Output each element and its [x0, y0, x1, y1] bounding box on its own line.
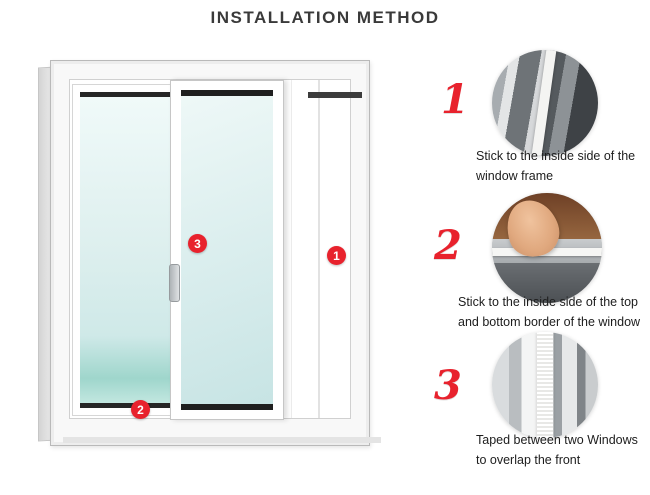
marker-2: 2: [131, 400, 150, 419]
bottom-sill: [63, 437, 381, 443]
window-illustration: 3 1 2: [38, 60, 381, 450]
slide-track-line: [291, 80, 292, 418]
marker-3: 3: [188, 234, 207, 253]
step-1-caption-line1: Stick to the inside side of the: [476, 149, 636, 163]
step-3-caption: Taped between two Windows to overlap the…: [476, 430, 650, 471]
marker-3-label: 3: [194, 236, 201, 251]
step-1-number: 1: [441, 76, 469, 123]
step-1-caption-line2: window frame: [476, 169, 554, 184]
step-2-caption: Stick to the inside side of the top and …: [458, 292, 648, 333]
step-3-photo: [492, 332, 598, 438]
marker-2-label: 2: [137, 402, 144, 417]
step-2-number: 2: [434, 222, 462, 269]
step-1-photo: [492, 50, 598, 156]
slide-track-line: [318, 80, 320, 418]
step-3-caption-line2: to overlap the front: [476, 453, 581, 468]
page-title: INSTALLATION METHOD: [210, 8, 440, 27]
fixed-pane-glass: [80, 92, 174, 408]
seal-strip-graphic: [529, 50, 558, 156]
step-3-number: 3: [434, 362, 462, 409]
window-outer-frame: [50, 60, 381, 446]
marker-1-label: 1: [333, 248, 340, 263]
step-1-caption: Stick to the inside side of the window f…: [476, 146, 644, 187]
step-2-photo: [492, 193, 602, 303]
window-handle: [169, 263, 180, 302]
window-sill-graphic: [492, 263, 602, 303]
brush-seal-graphic: [536, 332, 554, 438]
fixed-pane: [72, 84, 182, 416]
marker-1: 1: [327, 246, 346, 265]
sliding-sash: [169, 80, 284, 420]
step-2-caption-line2: and bottom border of the window: [458, 315, 641, 330]
window-opening: [69, 79, 362, 420]
step-2-caption-line1: Stick to the inside side of the top: [458, 295, 638, 309]
step-3-caption-line1: Taped between two Windows: [476, 433, 638, 447]
top-track-rail: [308, 92, 362, 98]
